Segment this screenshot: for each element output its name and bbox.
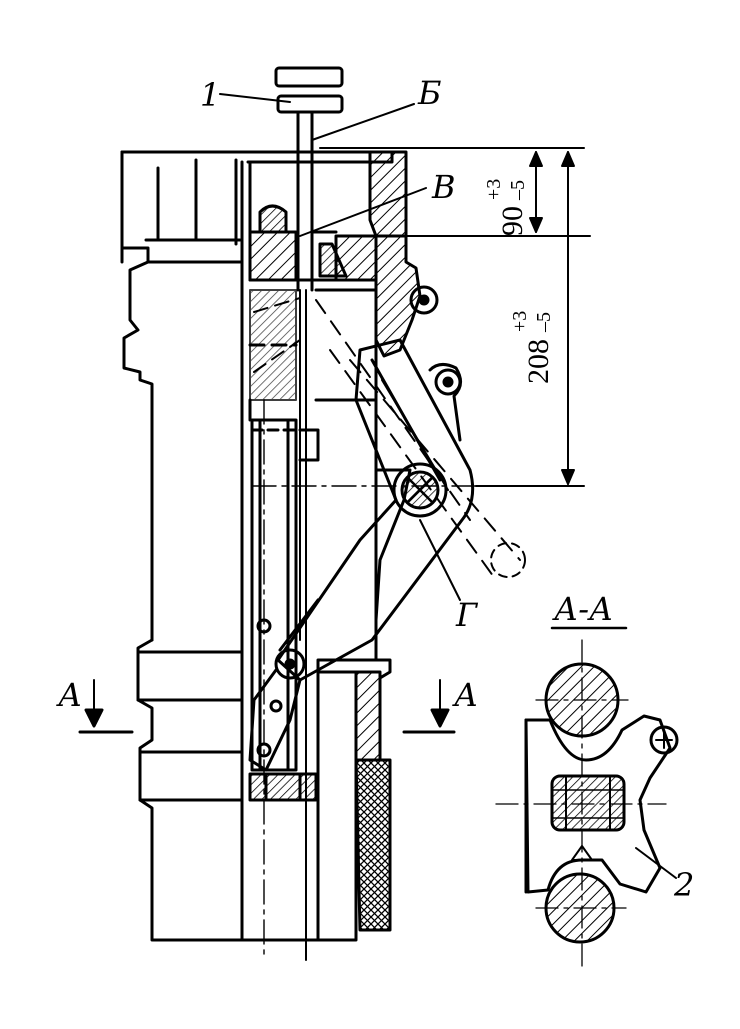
leader-lines: [219, 93, 677, 879]
central-rod: [296, 148, 314, 961]
dim-208-value: 208: [522, 339, 555, 384]
dim-208-upper-tol: +3: [509, 311, 531, 332]
dim-90-value: 90: [496, 206, 529, 236]
center-lines: [251, 399, 501, 961]
dimension-lines: [319, 147, 591, 487]
dimension-208: 208 +3 –5: [509, 311, 555, 384]
label-point-v: В: [431, 168, 456, 206]
dim-90-lower-tol: –5: [507, 180, 529, 201]
section-mark-left: А: [56, 676, 82, 714]
label-part-1: 1: [200, 76, 220, 114]
label-point-g: Г: [455, 596, 479, 634]
dim-208-lower-tol: –5: [533, 312, 555, 333]
main-lever: [248, 338, 475, 772]
label-part-2: 2: [673, 866, 694, 904]
right-wall-lower: [240, 358, 412, 942]
knob-part-1: [274, 66, 344, 152]
section-mark-right: А: [452, 676, 478, 714]
inner-slide: [250, 418, 320, 772]
housing-body: [120, 150, 394, 942]
dim-90-upper-tol: +3: [483, 179, 505, 200]
right-wall-upper: [368, 150, 439, 358]
section-view-aa: [495, 626, 679, 971]
dimension-90: 90 +3 –5: [483, 179, 529, 236]
section-markers: [78, 679, 456, 734]
label-point-b: Б: [417, 74, 442, 112]
section-title: А-А: [552, 590, 613, 628]
nut-block: [248, 772, 318, 802]
guide-sleeve: [248, 288, 526, 581]
